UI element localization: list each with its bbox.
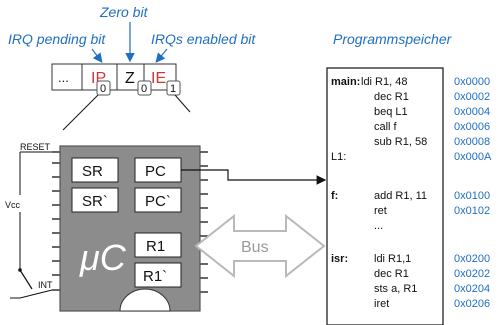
address: 0x0206	[454, 298, 490, 310]
register-r1	[134, 232, 182, 258]
program-memory-title: Programmspeicher	[333, 31, 453, 47]
vcc-label: Vcc	[5, 200, 21, 210]
int-pin-label: INT	[38, 280, 53, 290]
register-r1-shadow-label: R1`	[143, 268, 167, 285]
code-line: dec R1	[374, 91, 409, 103]
status-register: ... IP Z IE 0 0 1	[51, 63, 181, 96]
label-main: main:	[331, 76, 360, 88]
register-sr-shadow	[71, 187, 119, 213]
zero-bit-label: Zero bit	[99, 4, 149, 20]
sr-dots-text: ...	[58, 70, 69, 85]
code-line: sts a, R1	[374, 283, 417, 295]
address: 0x0204	[454, 283, 490, 295]
code-line: ldi R1, 48	[361, 76, 407, 88]
address: 0x0200	[454, 253, 490, 265]
code-line: ...	[374, 220, 383, 232]
code-line: sub R1, 58	[374, 136, 427, 148]
register-sr	[71, 157, 119, 183]
register-r1-shadow	[134, 262, 182, 288]
irqs-enabled-arrow	[155, 48, 168, 63]
program-memory	[326, 67, 444, 325]
code-line: ret	[374, 205, 387, 217]
irq-pending-arrow	[91, 48, 103, 63]
register-pc-shadow	[134, 187, 182, 213]
irqs-enabled-label: IRQs enabled bit	[151, 31, 256, 47]
address: 0x0102	[454, 205, 490, 217]
z-bit-value: 0	[141, 83, 147, 95]
code-line: dec R1	[374, 268, 409, 280]
code-line: add R1, 11	[374, 190, 427, 202]
irq-pending-label: IRQ pending bit	[8, 31, 106, 47]
code-line: ldi R1,1	[374, 253, 411, 265]
address: 0x0004	[454, 106, 490, 118]
chip-pins	[52, 151, 208, 293]
ie-bit-value: 1	[170, 83, 176, 95]
code-line: iret	[374, 298, 389, 310]
reset-pin-label: RESET	[20, 142, 51, 152]
register-pc-shadow-label: PC`	[145, 193, 171, 210]
chip-notch	[119, 288, 171, 312]
ip-bit-value: 0	[100, 83, 106, 95]
register-pc	[134, 157, 182, 183]
pc-arrow	[181, 169, 327, 185]
address: 0x0008	[454, 136, 490, 148]
bus-arrow	[194, 213, 326, 279]
register-pc-label: PC	[145, 163, 166, 180]
label-l1: L1:	[331, 151, 346, 163]
sr-z-text: Z	[125, 70, 135, 87]
code-line: call f	[374, 121, 398, 133]
address: 0x000A	[454, 151, 492, 163]
address: 0x0202	[454, 268, 490, 280]
label-f: f:	[331, 190, 338, 202]
register-sr-label: SR	[82, 163, 103, 180]
address: 0x0000	[454, 76, 490, 88]
int-switch	[19, 269, 33, 290]
register-r1-label: R1	[146, 238, 165, 255]
address: 0x0100	[454, 190, 490, 202]
registers: SR PC SR` PC` R1 R1`	[71, 157, 182, 288]
address: 0x0006	[454, 121, 490, 133]
address: 0x0002	[454, 91, 490, 103]
bus-label: Bus	[241, 239, 269, 256]
label-isr: isr:	[331, 253, 348, 265]
chip-name: μC	[79, 237, 127, 278]
addresses: 0x0000 0x0002 0x0004 0x0006 0x0008 0x000…	[454, 76, 492, 310]
register-sr-shadow-label: SR`	[82, 193, 108, 210]
sr-ie-text: IE	[151, 70, 166, 87]
code-line: beq L1	[374, 106, 408, 118]
